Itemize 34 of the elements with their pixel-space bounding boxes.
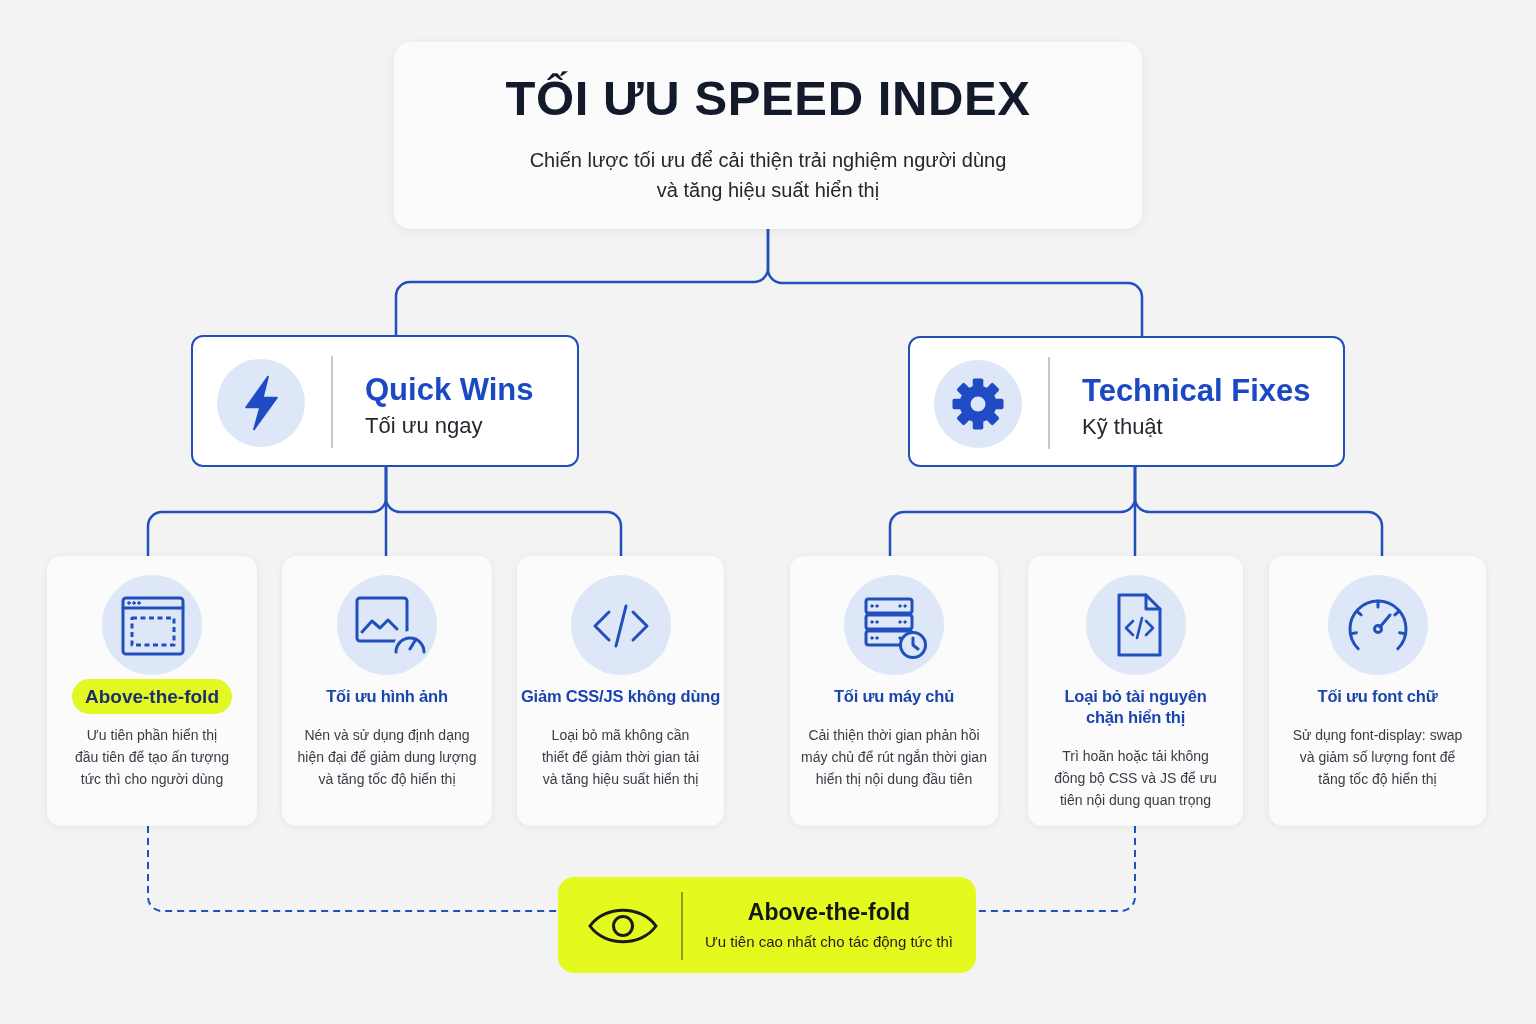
card-heading: Tối ưu font chữ — [1317, 686, 1438, 707]
header-card — [394, 42, 1142, 229]
card-description: Ưu tiên phần hiển thị đầu tiên để tạo ấn tượng tức thì cho người dùng — [74, 726, 230, 789]
strategy-card — [282, 556, 492, 826]
strategy-card — [1028, 556, 1243, 826]
connector-line — [1133, 467, 1384, 556]
banner-subtitle: Ưu tiên cao nhất cho tác động tức thì — [705, 932, 953, 952]
category-card — [191, 335, 579, 467]
category-card — [908, 336, 1345, 467]
banner-heading: Above-the-fold — [747, 898, 911, 926]
strategy-card — [517, 556, 724, 826]
card-heading: Tối ưu máy chủ — [833, 686, 955, 707]
category-subtitle: Kỹ thuật — [1082, 412, 1163, 441]
card-heading: Tối ưu hình ảnh — [326, 686, 448, 707]
card-description: Cải thiện thời gian phản hồi máy chủ để rút ngắn thời gian hiển thị nội dung đầu tiên — [800, 726, 988, 789]
card-description: Nén và sử dụng định dạng hiện đại để giảm dung lượng và tăng tốc độ hiển thị — [296, 726, 478, 789]
card-heading: Giảm CSS/JS không dùng — [520, 686, 721, 707]
card-description: Trì hoãn hoặc tải không đồng bộ CSS và JS để ưu tiên nội dung quan trọng — [1053, 747, 1218, 810]
connector-line — [384, 467, 623, 556]
strategy-card — [1269, 556, 1486, 826]
strategy-card — [47, 556, 257, 826]
highlight-banner — [558, 877, 976, 973]
connector-line — [766, 229, 1144, 336]
card-description: Loại bỏ mã không cần thiết để giảm thời gian tải và tăng hiệu suất hiển thị — [540, 726, 701, 789]
highlighted-heading: Above-the-fold — [71, 679, 232, 714]
title: TỐI ƯU SPEED INDEX — [505, 72, 1031, 125]
subtitle: Chiến lược tối ưu để cải thiện trải nghiệm người dùng và tăng hiệu suất hiển thị — [528, 148, 1008, 203]
card-heading: Loại bỏ tài nguyên chặn hiển thị — [1063, 686, 1208, 728]
card-description: Sử dụng font-display: swap và giảm số lượng font để tăng tốc độ hiển thị — [1291, 726, 1464, 789]
strategy-card — [790, 556, 998, 826]
category-heading: Technical Fixes — [1082, 372, 1311, 409]
dashed-connector — [147, 825, 559, 912]
category-heading: Quick Wins — [365, 372, 534, 408]
category-subtitle: Tối ưu ngay — [365, 412, 483, 440]
